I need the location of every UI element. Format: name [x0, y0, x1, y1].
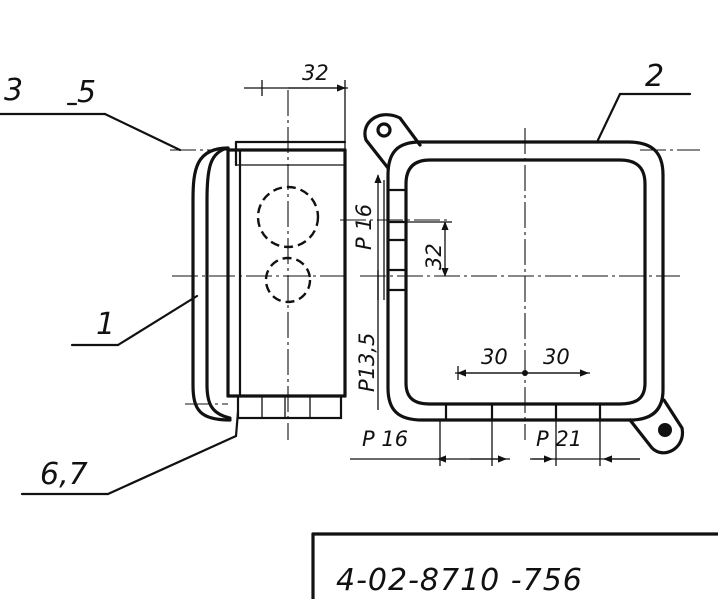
callout-3-5-leader: [0, 112, 182, 152]
callout-label-2: 2: [645, 59, 664, 94]
dim-label-top-32: 32: [302, 61, 329, 85]
dim-label-p135: P13,5: [355, 333, 379, 392]
callout-label-5: 5: [77, 75, 96, 110]
callout-label-6-7: 6,7: [40, 457, 88, 492]
callout-label-1: 1: [96, 307, 115, 342]
dim-label-30-right: 30: [543, 345, 570, 369]
dim-bottom-pitches: [350, 420, 640, 466]
dim-label-p16-vertical: P 16: [352, 204, 376, 250]
dim-right-32: [405, 221, 452, 277]
document-number: 4-02-8710 -756: [336, 563, 583, 598]
callout-2-leader: [596, 92, 692, 142]
front-view: [340, 113, 700, 455]
dim-label-p21: P 21: [536, 427, 582, 451]
dim-label-right-32: 32: [422, 243, 446, 270]
dim-label-p16-bottom: P 16: [362, 427, 408, 451]
side-view: [170, 90, 350, 440]
title-block-frame: [311, 532, 718, 599]
callout-1-leader: [70, 294, 199, 347]
dim-30-30: [455, 366, 590, 380]
callout-label-3: 3: [4, 73, 23, 108]
dim-left-verticals: [374, 174, 385, 410]
dim-top-32: [244, 80, 348, 150]
dim-label-30-left: 30: [481, 345, 508, 369]
